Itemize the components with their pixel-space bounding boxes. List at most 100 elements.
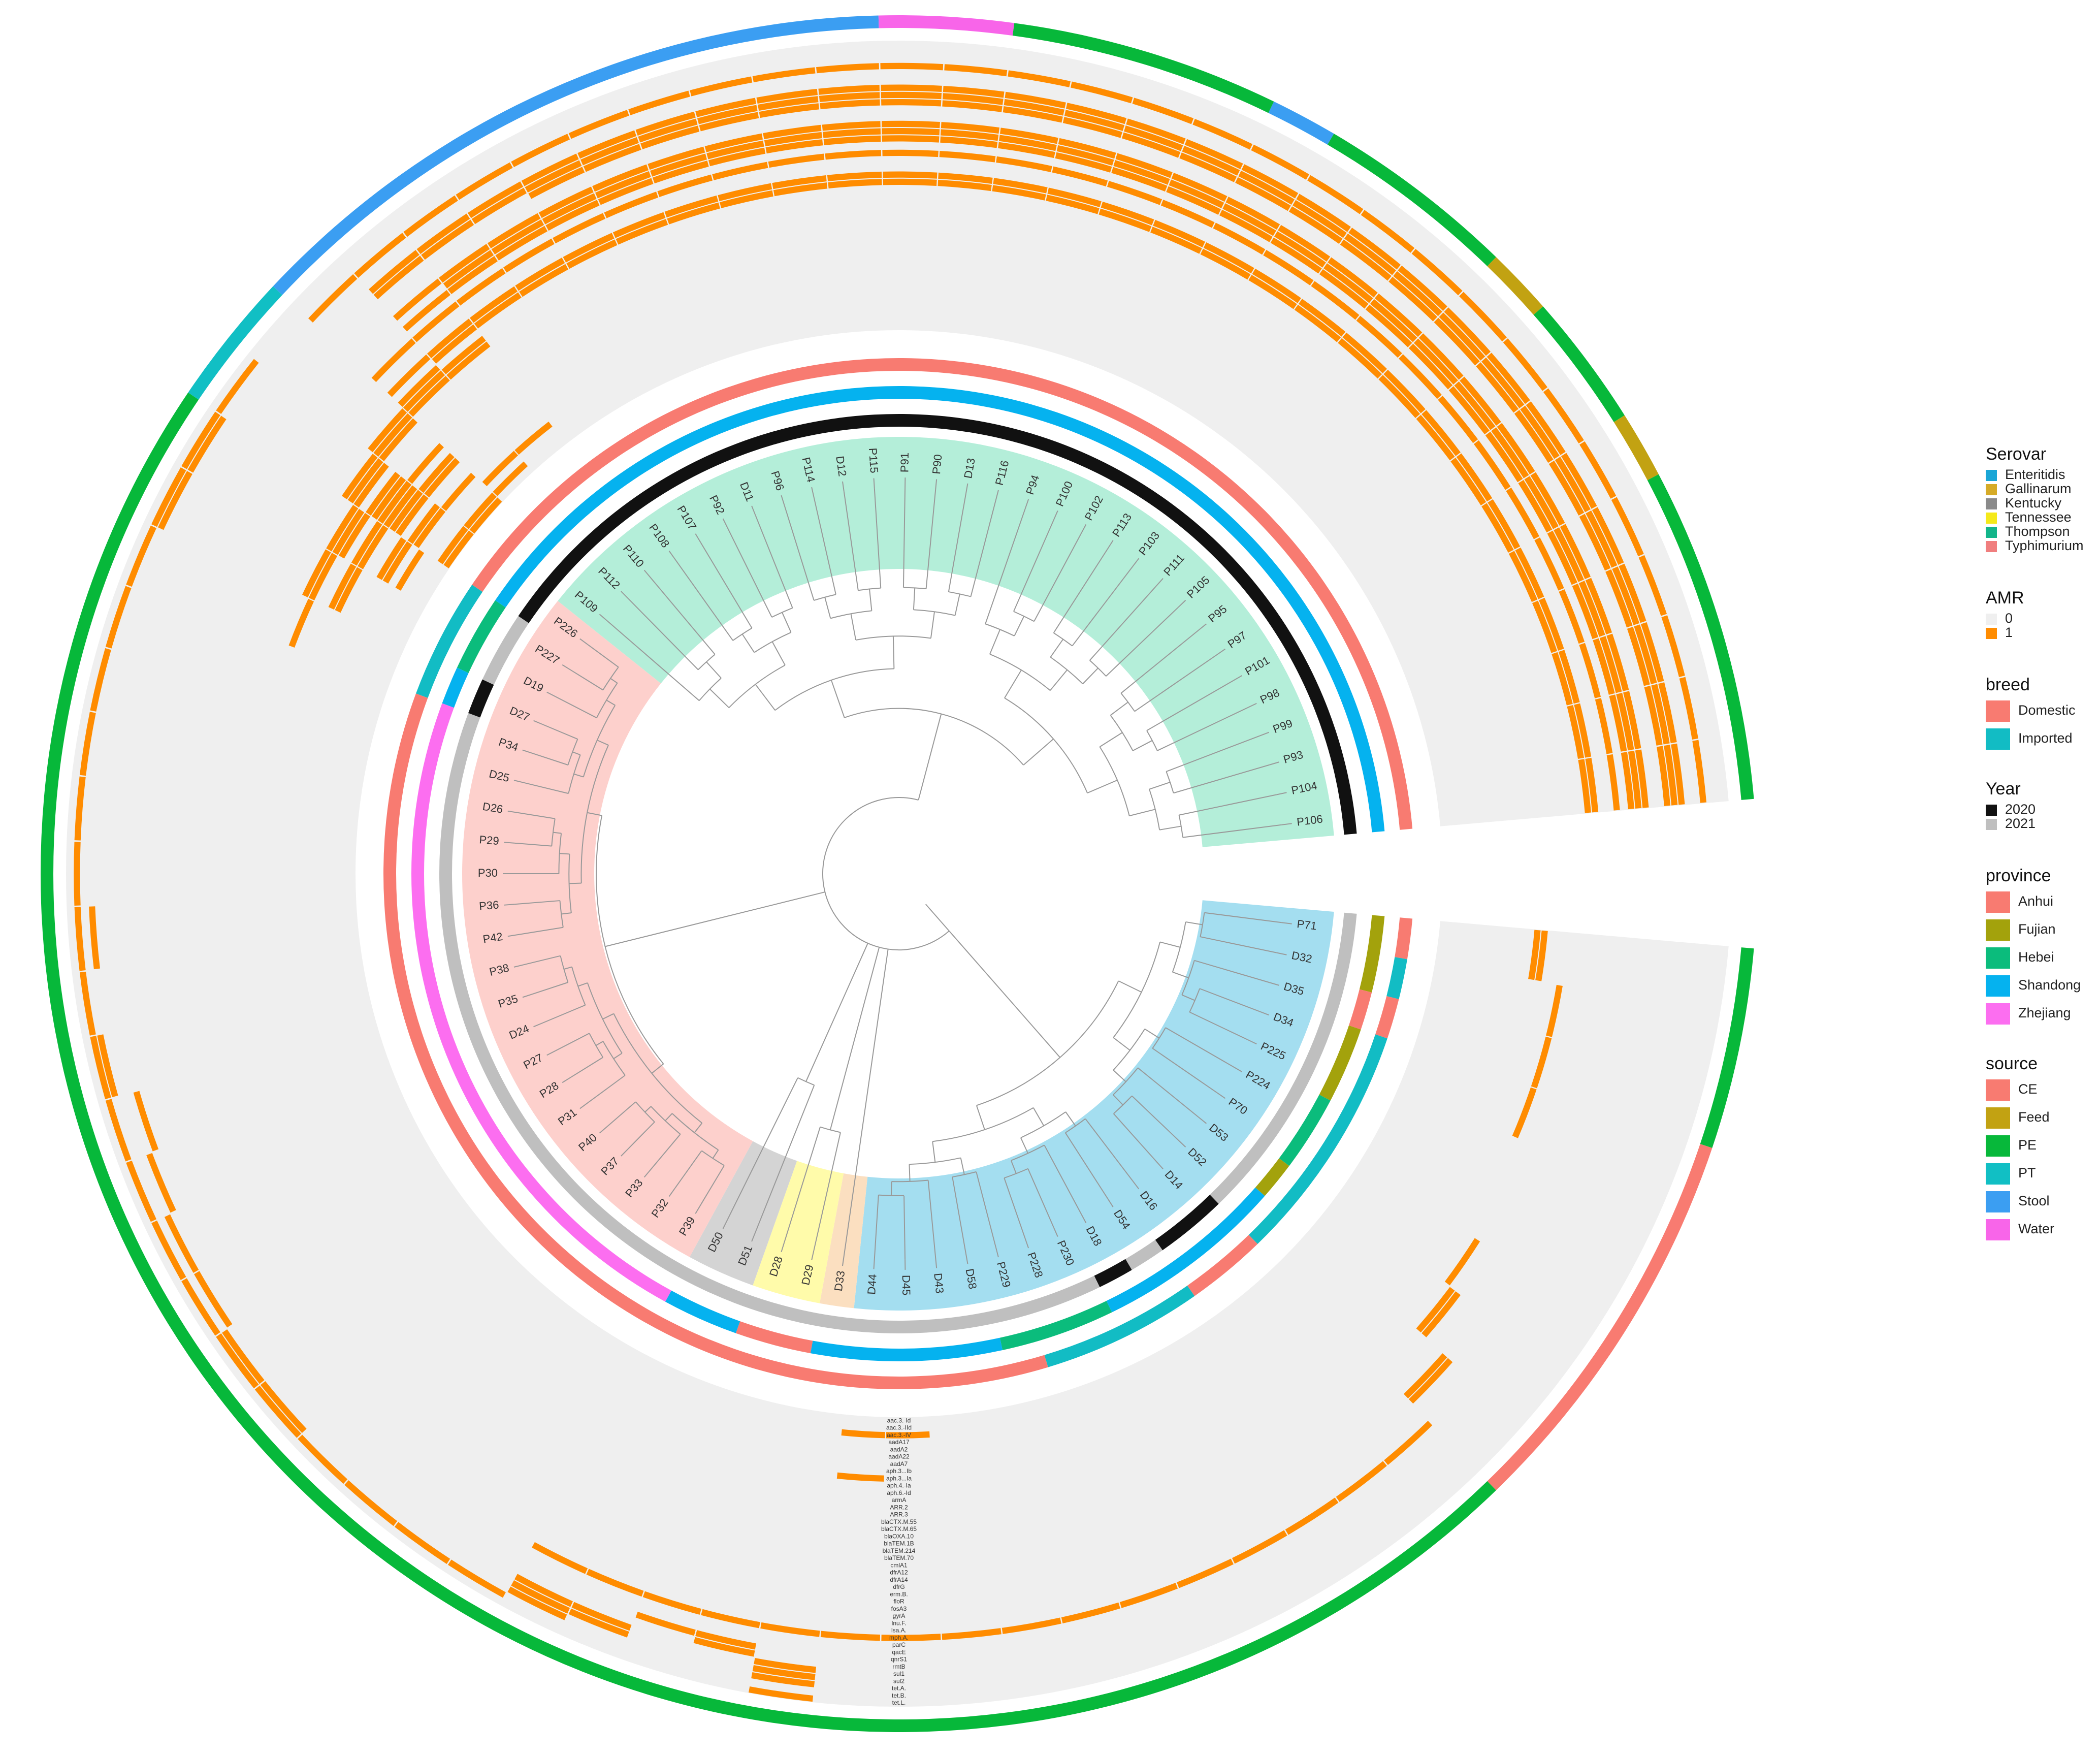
tree-branch bbox=[1083, 668, 1098, 684]
tip-label: P36 bbox=[478, 898, 499, 912]
tree-branch bbox=[1113, 1070, 1126, 1082]
tip-label: P91 bbox=[898, 453, 911, 473]
breed-segment bbox=[1375, 996, 1399, 1038]
year-segment bbox=[1094, 1259, 1132, 1287]
tree-branch bbox=[851, 614, 856, 640]
tree-branch bbox=[977, 1105, 985, 1130]
tree-branch bbox=[1129, 809, 1155, 816]
tip-label: P90 bbox=[930, 454, 945, 474]
tree-branch bbox=[782, 613, 791, 632]
gene-label: tet.A. bbox=[892, 1685, 906, 1692]
gene-label: tet.L. bbox=[892, 1699, 906, 1706]
amr-present-cell bbox=[882, 135, 940, 142]
legend-swatch bbox=[1986, 947, 2010, 969]
tree-branch bbox=[742, 634, 755, 652]
gene-label: aac.3.-IV bbox=[887, 1431, 911, 1439]
gene-label: blaTEM.214 bbox=[883, 1547, 916, 1554]
legend-label: Hebei bbox=[2018, 949, 2054, 965]
gene-label: cmlA1 bbox=[890, 1561, 908, 1569]
legend-swatch bbox=[1986, 1191, 2010, 1212]
legend-swatch bbox=[1986, 484, 1997, 495]
gene-label: qnrS1 bbox=[891, 1656, 907, 1663]
tip-label: P71 bbox=[1296, 917, 1317, 933]
gene-label: aph.4.-Ia bbox=[887, 1482, 911, 1489]
tree-branch bbox=[932, 1141, 935, 1162]
gene-label: aadA2 bbox=[890, 1446, 908, 1453]
legend-label: 2020 bbox=[2005, 802, 2036, 817]
tree-branch bbox=[569, 883, 581, 884]
gene-label: blaCTX.M.55 bbox=[881, 1518, 917, 1525]
gene-label: aph.3...Ia bbox=[886, 1475, 912, 1482]
legend-label: Stool bbox=[2018, 1193, 2050, 1208]
legend-title: Year bbox=[1986, 779, 2021, 799]
legend-swatch bbox=[1986, 614, 1997, 625]
legend-title: province bbox=[1986, 866, 2051, 885]
gene-label: lsa.A. bbox=[891, 1627, 907, 1634]
legend-swatch bbox=[1986, 919, 2010, 941]
gene-label: armA bbox=[892, 1496, 907, 1504]
tip-label: P30 bbox=[478, 867, 498, 879]
legend-swatch bbox=[1986, 513, 1997, 524]
gene-label: dfrA12 bbox=[890, 1569, 908, 1576]
clade-thompson bbox=[558, 437, 1334, 847]
legend-swatch bbox=[1986, 975, 2010, 997]
tree-branch bbox=[1050, 670, 1067, 691]
tip-label: D45 bbox=[900, 1275, 913, 1296]
legend-swatch bbox=[1986, 891, 2010, 913]
tree-branch bbox=[893, 636, 894, 668]
tip-label: D43 bbox=[931, 1272, 946, 1294]
tree-branch bbox=[909, 1164, 910, 1182]
amr-present-cell bbox=[74, 842, 80, 906]
legend-swatch bbox=[1986, 1003, 2010, 1025]
gene-label: aph.6.-Id bbox=[887, 1489, 911, 1496]
legend-label: Enteritidis bbox=[2005, 467, 2065, 482]
tree-branch bbox=[755, 684, 775, 710]
tree-branch bbox=[931, 612, 934, 638]
legend-label: PE bbox=[2018, 1137, 2037, 1153]
gene-label: aph.3...Ib bbox=[886, 1467, 912, 1475]
legend-swatch bbox=[1986, 628, 1997, 639]
breed-segment bbox=[1395, 917, 1412, 959]
legend-label: PT bbox=[2018, 1165, 2036, 1180]
amr-present-cell bbox=[883, 179, 937, 186]
tree-branch bbox=[1159, 826, 1181, 830]
legend-swatch bbox=[1986, 541, 1997, 552]
tree-branch bbox=[1133, 741, 1152, 751]
gene-label: blaCTX.M.65 bbox=[881, 1525, 917, 1532]
legend-title: source bbox=[1986, 1054, 2038, 1073]
legend-swatch bbox=[1986, 1107, 2010, 1129]
legend-label: Zhejiang bbox=[2018, 1005, 2071, 1020]
legend-label: 2021 bbox=[2005, 816, 2036, 831]
tree-branch bbox=[1100, 732, 1122, 747]
gene-label: qacE bbox=[892, 1648, 906, 1655]
gene-label: dfrG bbox=[893, 1583, 904, 1590]
tip-label: D44 bbox=[865, 1274, 879, 1295]
legend: SerovarEnteritidisGallinarumKentuckyTenn… bbox=[1986, 444, 2084, 1240]
tree-branch bbox=[1087, 780, 1117, 793]
year-segment bbox=[468, 680, 494, 718]
gene-label: aadA7 bbox=[890, 1460, 908, 1467]
legend-swatch bbox=[1986, 1163, 2010, 1185]
tree-branch bbox=[1145, 1029, 1159, 1038]
tree-branch bbox=[772, 642, 785, 665]
tree-branch bbox=[990, 629, 1000, 654]
breed-segment bbox=[1386, 957, 1407, 999]
legend-label: Shandong bbox=[2018, 977, 2081, 993]
clade-highlights bbox=[462, 437, 1334, 1311]
tree-branch bbox=[1021, 1138, 1028, 1154]
tree-branch bbox=[1113, 1038, 1130, 1050]
gene-label: mph.A. bbox=[889, 1634, 909, 1641]
tree-branch bbox=[874, 1259, 875, 1269]
tree-branch bbox=[1033, 1108, 1044, 1126]
tree-branch bbox=[845, 709, 1024, 765]
tree-branch bbox=[831, 680, 845, 718]
tree-branch bbox=[1111, 702, 1128, 715]
tree-branch bbox=[1118, 981, 1141, 992]
legend-swatch bbox=[1986, 1219, 2010, 1240]
legend-swatch bbox=[1986, 1135, 2010, 1157]
gene-label: parC bbox=[892, 1641, 906, 1648]
province-segment bbox=[811, 1338, 1003, 1361]
tree-branch bbox=[706, 662, 721, 678]
